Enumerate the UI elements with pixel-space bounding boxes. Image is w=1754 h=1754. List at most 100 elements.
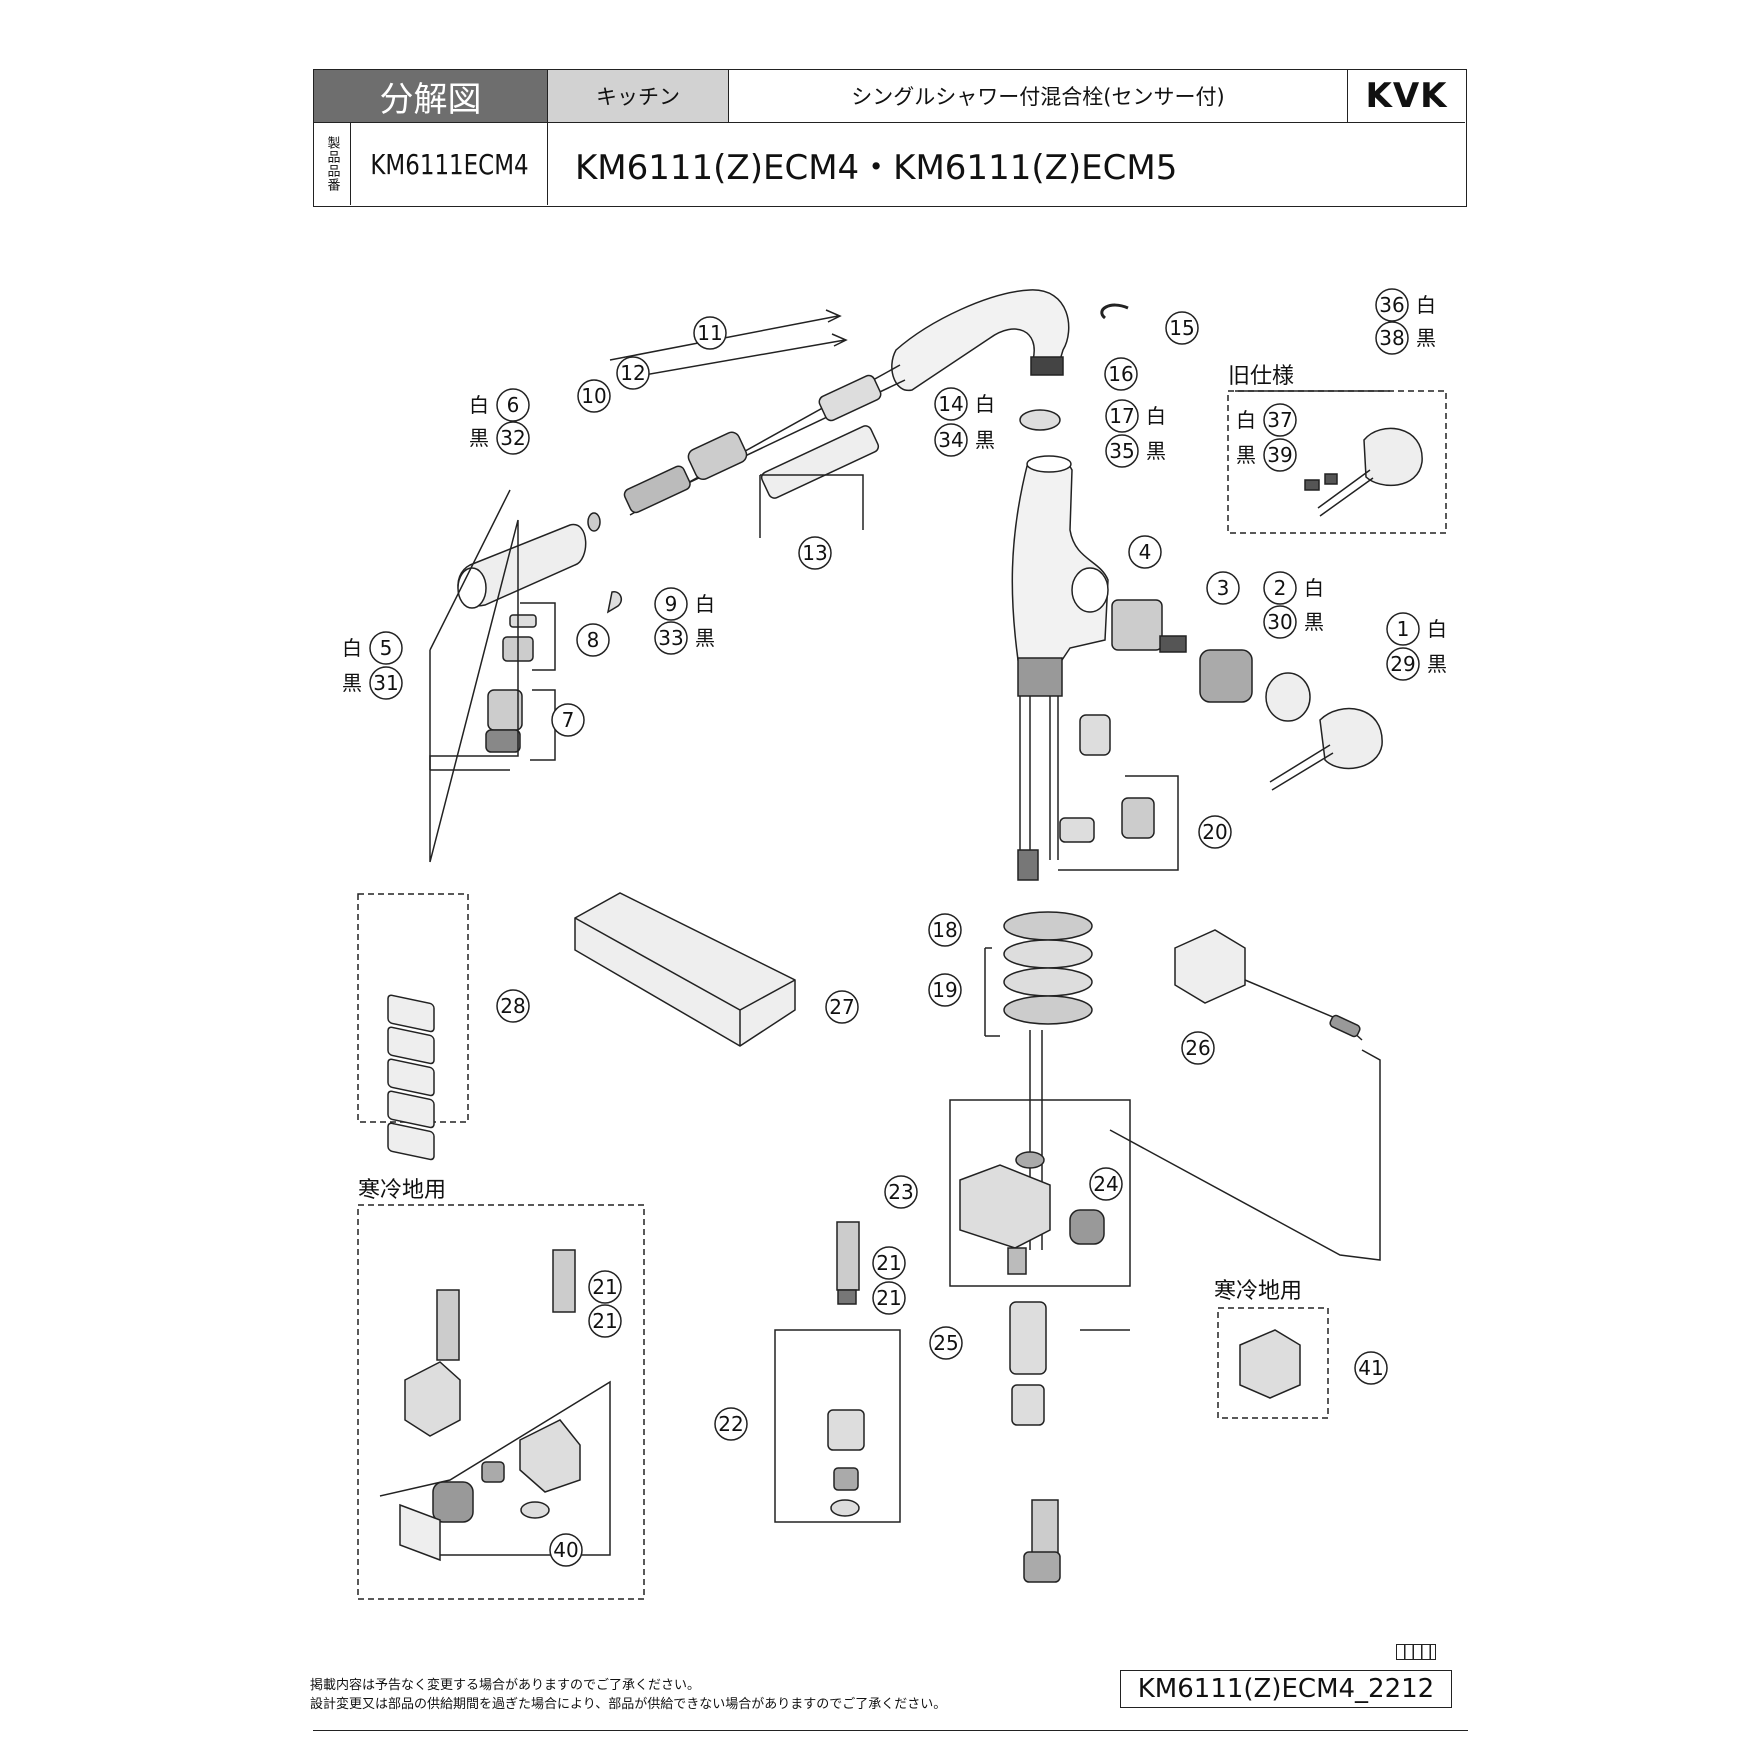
callout-number: 21 [876,1286,901,1310]
square-icon [1396,1644,1436,1660]
callout-number: 8 [587,628,600,652]
callout-number: 30 [1267,610,1292,634]
product-label: 製品品番 [324,136,340,192]
callout-color: 白 [1427,617,1447,641]
callout-33: 33 黒 [654,621,715,655]
callout-color: 黒 [1427,652,1447,676]
callout-number: 26 [1185,1036,1210,1060]
footer-note-1: 掲載内容は予告なく変更する場合がありますのでご了承ください。 [310,1678,701,1693]
fitting-22 [827,1409,865,1451]
callout-color: 白 [1304,576,1324,600]
callout-number: 2 [1274,576,1287,600]
hose-arrow-2 [626,333,848,379]
callout-4: 4 [1128,535,1162,569]
callout-20: 20 [1198,815,1232,849]
callout-23: 23 [884,1175,918,1209]
callout-27: 27 [825,990,859,1024]
callout-5: 5白 [342,631,403,665]
callout-12: 12 [616,356,650,390]
callout-color: 黒 [1416,326,1436,350]
brand-logo: KVK [1365,76,1448,116]
callout-number: 21 [592,1309,617,1333]
callout-color: 黒 [1146,439,1166,463]
footer-note-2: 設計変更又は部品の供給期間を過ぎた場合により、部品が供給できない場合がありますの… [310,1697,947,1712]
callout-10: 10 [577,379,611,413]
callout-21: 21 [588,1270,622,1304]
callout-number: 28 [500,994,525,1018]
callout-number: 10 [581,384,606,408]
callout-number: 5 [380,636,393,660]
elbow-left [404,1361,461,1437]
callout-32: 32 黒 [469,421,530,455]
callout-number: 25 [933,1331,958,1355]
callout-color: 白 [1416,293,1436,317]
callout-color: 黒 [1236,443,1256,467]
cap-ring [1265,672,1311,722]
description-cell: シングルシャワー付混合栓(センサー付) [729,70,1348,123]
callout-25: 25 [929,1326,963,1360]
callout-37: 37白 [1236,403,1297,437]
valve-40 [519,1419,581,1493]
spout-body [891,289,1070,392]
callout-color: 黒 [469,426,489,450]
callout-19: 19 [928,973,962,1007]
callout-number: 6 [507,393,520,417]
callout-number: 37 [1267,408,1292,432]
supply-tube-right [1049,696,1059,860]
sensor-unit [1174,929,1246,1004]
footer-notes: 掲載内容は予告なく変更する場合がありますのでご了承ください。 設計変更又は部品の… [310,1676,946,1714]
callout-16: 16 [1104,357,1138,391]
callout-40: 40 [549,1533,583,1567]
callout-number: 17 [1109,404,1134,428]
callout-number: 21 [876,1251,901,1275]
callout-number: 15 [1169,316,1194,340]
callout-41: 41 [1354,1351,1388,1385]
callout-number: 34 [938,428,963,452]
callout-color: 白 [469,393,489,417]
old-spec-label: 旧仕様 [1228,364,1294,389]
doc-type-cell: 分解図 [314,70,548,123]
tray-27 [574,892,796,1047]
cartridge-nut [1199,649,1253,703]
callout-7: 7 [551,703,585,737]
callout-number: 32 [500,426,525,450]
callout-color: 黒 [975,428,995,452]
callout-number: 19 [932,978,957,1002]
callout-3: 3 [1206,571,1240,605]
callout-13: 13 [798,536,832,570]
callout-34: 34 黒 [934,423,995,457]
callout-number: 9 [665,592,678,616]
callout-number: 31 [373,671,398,695]
callout-35: 35 黒 [1105,434,1166,468]
old-handle [1363,427,1423,487]
callout-39: 39黒 [1236,438,1297,472]
product-label-cell: 製品品番 [314,123,351,205]
callout-number: 35 [1109,439,1134,463]
bottom-rule [313,1730,1468,1731]
callout-number: 22 [718,1412,743,1436]
models-cell: KM6111(Z)ECM4・KM6111(Z)ECM5 [548,123,1465,205]
callout-6: 6白 [469,388,530,422]
cold-region-right-box [1217,1307,1329,1419]
callout-number: 33 [658,626,683,650]
callout-number: 11 [697,321,722,345]
product-code: KM6111ECM4 [369,147,529,181]
callout-number: 16 [1108,362,1133,386]
callout-21: 21 [872,1246,906,1280]
callout-number: 14 [938,392,963,416]
callout-color: 黒 [695,626,715,650]
callout-number: 36 [1379,293,1404,317]
callout-15: 15 [1165,311,1199,345]
product-code-cell: KM6111ECM4 [351,123,548,205]
callout-number: 1 [1397,617,1410,641]
callout-number: 13 [802,541,827,565]
cartridge [1111,599,1163,651]
callout-8: 8 [576,623,610,657]
